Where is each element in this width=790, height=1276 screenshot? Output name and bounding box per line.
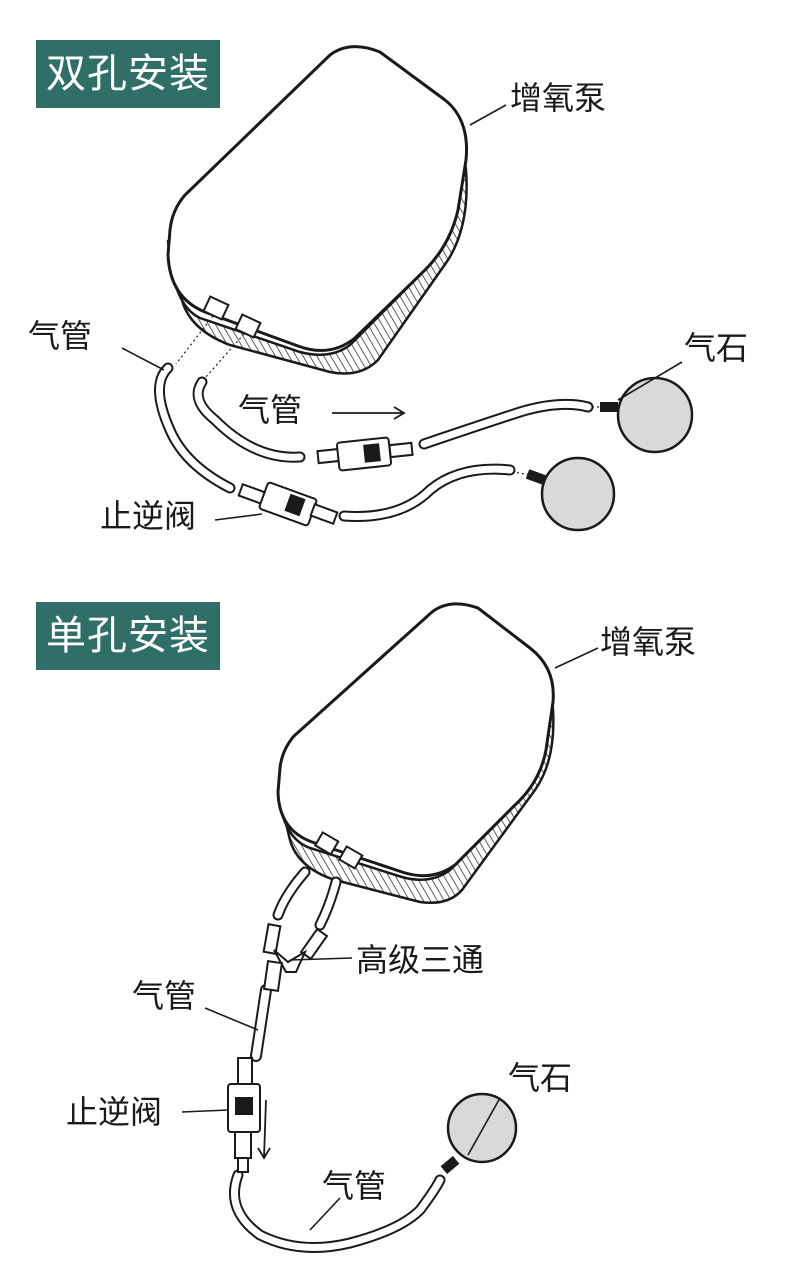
dual-air-stone-1 bbox=[600, 376, 694, 454]
single-check-valve bbox=[227, 1057, 261, 1173]
single-tubes bbox=[229, 866, 446, 1253]
dual-check-valve-1 bbox=[316, 436, 414, 472]
single-title-badge: 单孔安装 bbox=[36, 602, 220, 670]
single-pump-label: 增氧泵 bbox=[600, 623, 697, 661]
dual-check-valve-2 bbox=[237, 481, 339, 527]
dual-tube-mid-label: 气管 bbox=[238, 391, 303, 429]
dual-pump bbox=[166, 45, 469, 375]
dual-tubes bbox=[154, 362, 594, 522]
single-pump bbox=[276, 602, 555, 904]
dual-check-valve-label: 止逆阀 bbox=[100, 497, 197, 535]
dual-stone-label: 气石 bbox=[684, 329, 749, 367]
single-leader-lines bbox=[181, 647, 599, 1231]
single-tee-connector bbox=[262, 923, 329, 992]
dual-pump-label: 增氧泵 bbox=[510, 79, 607, 117]
dual-flow-arrow bbox=[332, 406, 406, 420]
single-tube-upper-label: 气管 bbox=[132, 977, 197, 1015]
dual-air-stone-2 bbox=[525, 456, 616, 532]
dual-tube-left-label: 气管 bbox=[28, 317, 93, 355]
single-tube-lower-label: 气管 bbox=[322, 1167, 387, 1205]
single-air-stone bbox=[440, 1092, 518, 1174]
single-stone-label: 气石 bbox=[508, 1059, 573, 1097]
single-check-valve-label: 止逆阀 bbox=[66, 1093, 163, 1131]
single-tee-label: 高级三通 bbox=[356, 941, 485, 979]
single-flow-arrow bbox=[257, 1099, 271, 1160]
dual-leader-lines bbox=[121, 104, 683, 521]
dual-title-badge: 双孔安装 bbox=[36, 40, 220, 108]
